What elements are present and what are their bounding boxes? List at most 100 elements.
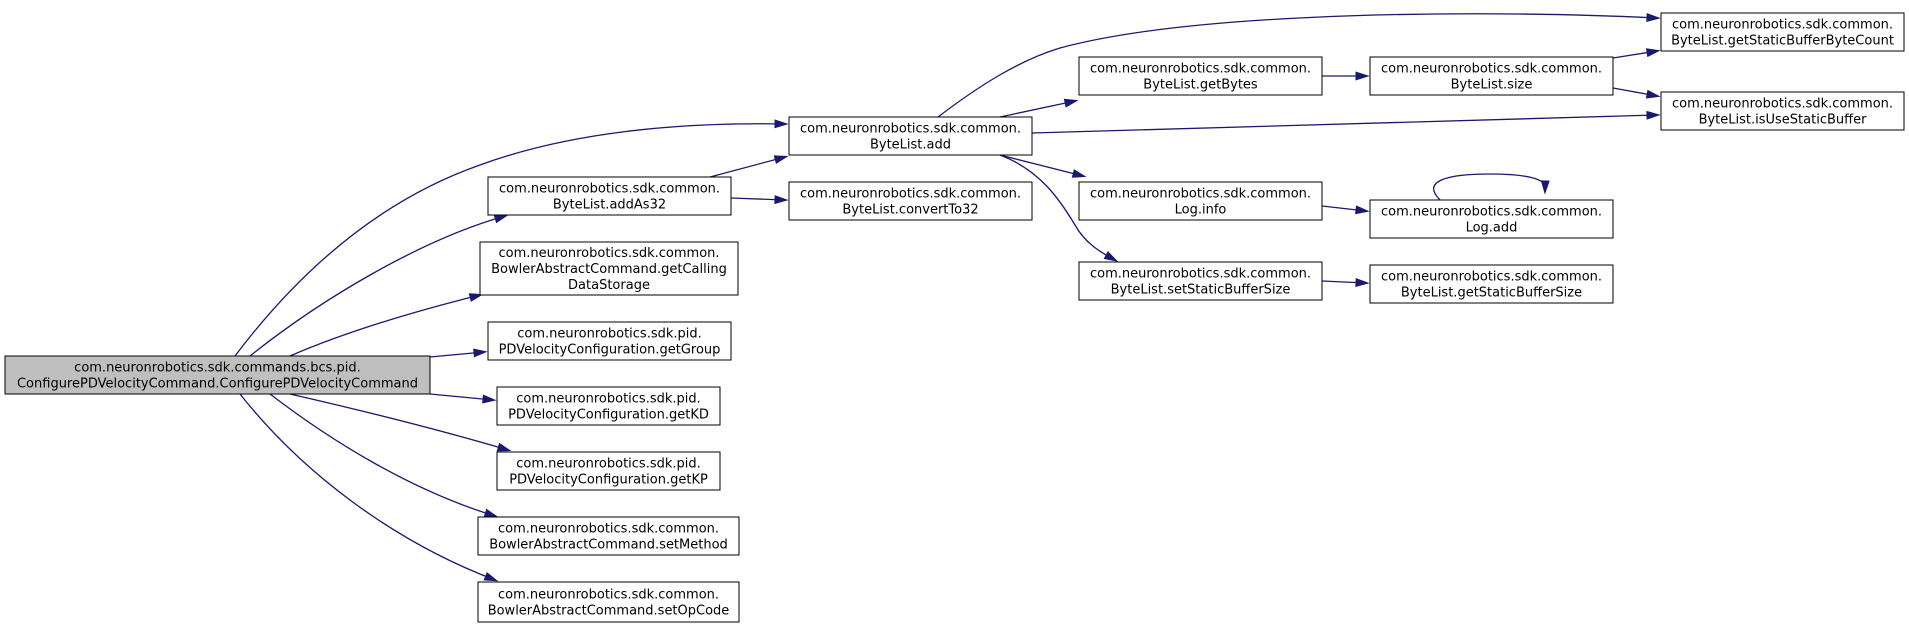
node-getBytes-box bbox=[1078, 56, 1323, 96]
node-convertTo32-label-0: com.neuronrobotics.sdk.common. bbox=[800, 187, 1021, 202]
node-setOpCode-box bbox=[477, 581, 740, 623]
node-getGroup[interactable]: com.neuronrobotics.sdk.pid.PDVelocityCon… bbox=[487, 321, 732, 361]
node-getKP[interactable]: com.neuronrobotics.sdk.pid.PDVelocityCon… bbox=[496, 451, 721, 491]
node-info-box bbox=[1078, 181, 1323, 221]
edge-add-to-getBytes-line bbox=[999, 100, 1076, 118]
node-getStaticBufferSize-label-0: com.neuronrobotics.sdk.common. bbox=[1381, 270, 1602, 285]
node-getStaticBufferSize[interactable]: com.neuronrobotics.sdk.common.ByteList.g… bbox=[1369, 264, 1614, 304]
edge-logAdd-to-logAdd-line bbox=[1433, 173, 1547, 201]
node-isUseStaticBuffer-box bbox=[1660, 91, 1905, 131]
edge-add-to-isUseStaticBuffer bbox=[1031, 110, 1661, 134]
edge-addAs32-to-add-line bbox=[709, 156, 786, 178]
edge-add-to-info bbox=[999, 154, 1087, 178]
node-addAs32-label-0: com.neuronrobotics.sdk.common. bbox=[499, 182, 720, 197]
edge-add-to-setStaticBufferSize-line bbox=[999, 154, 1116, 261]
edge-root-to-getKD-line bbox=[429, 393, 494, 401]
node-setOpCode-label-0: com.neuronrobotics.sdk.common. bbox=[498, 588, 719, 603]
node-getKP-label-1: PDVelocityConfiguration.getKP bbox=[509, 473, 708, 488]
node-add[interactable]: com.neuronrobotics.sdk.common.ByteList.a… bbox=[788, 116, 1033, 156]
edge-root-to-getCallingDataStorage-arrowhead bbox=[468, 293, 484, 302]
node-isUseStaticBuffer-label-1: ByteList.isUseStaticBuffer bbox=[1699, 113, 1868, 128]
node-setMethod[interactable]: com.neuronrobotics.sdk.common.BowlerAbst… bbox=[477, 516, 740, 556]
node-addAs32[interactable]: com.neuronrobotics.sdk.common.ByteList.a… bbox=[487, 176, 732, 216]
node-isUseStaticBuffer[interactable]: com.neuronrobotics.sdk.common.ByteList.i… bbox=[1660, 91, 1905, 131]
node-getStaticBufferByteCount-label-0: com.neuronrobotics.sdk.common. bbox=[1672, 18, 1893, 33]
edge-size-to-getStaticBufferByteCount bbox=[1612, 48, 1661, 59]
edge-root-to-setMethod-arrowhead bbox=[483, 508, 499, 518]
node-getBytes[interactable]: com.neuronrobotics.sdk.common.ByteList.g… bbox=[1078, 56, 1323, 96]
edge-add-to-setStaticBufferSize bbox=[999, 154, 1119, 262]
edge-getBytes-to-size bbox=[1322, 71, 1370, 81]
node-getCallingDataStorage-box bbox=[479, 241, 739, 296]
edge-root-to-add-line bbox=[234, 123, 786, 357]
node-getStaticBufferSize-box bbox=[1369, 264, 1614, 304]
edge-info-to-logAdd bbox=[1321, 205, 1370, 215]
node-getGroup-label-1: PDVelocityConfiguration.getGroup bbox=[499, 343, 721, 358]
node-logAdd-label-1: Log.add bbox=[1466, 221, 1518, 236]
node-add-label-1: ByteList.add bbox=[870, 138, 951, 153]
node-setStaticBufferSize[interactable]: com.neuronrobotics.sdk.common.ByteList.s… bbox=[1078, 261, 1323, 301]
node-setMethod-label-1: BowlerAbstractCommand.setMethod bbox=[489, 538, 728, 553]
node-getKD-label-0: com.neuronrobotics.sdk.pid. bbox=[516, 392, 701, 407]
edge-root-to-getGroup-arrowhead bbox=[473, 348, 488, 358]
node-info-label-1: Log.info bbox=[1175, 203, 1227, 218]
node-convertTo32-box bbox=[788, 181, 1033, 221]
node-addAs32-label-1: ByteList.addAs32 bbox=[553, 198, 666, 213]
node-getStaticBufferByteCount-label-1: ByteList.getStaticBufferByteCount bbox=[1671, 34, 1894, 49]
edge-root-to-getGroup bbox=[429, 348, 488, 358]
node-add-box bbox=[788, 116, 1033, 156]
node-size-box bbox=[1369, 56, 1614, 96]
node-getKD-label-1: PDVelocityConfiguration.getKD bbox=[508, 408, 709, 423]
node-setOpCode-label-1: BowlerAbstractCommand.setOpCode bbox=[488, 604, 730, 619]
node-setStaticBufferSize-box bbox=[1078, 261, 1323, 301]
edge-size-to-isUseStaticBuffer-arrowhead bbox=[1645, 89, 1661, 99]
edge-add-to-setStaticBufferSize-arrowhead bbox=[1103, 251, 1119, 262]
edge-add-to-getStaticBufferByteCount-line bbox=[937, 13, 1658, 118]
node-setStaticBufferSize-label-1: ByteList.setStaticBufferSize bbox=[1111, 283, 1291, 298]
node-getBytes-label-0: com.neuronrobotics.sdk.common. bbox=[1090, 62, 1311, 77]
edge-setStaticBufferSize-to-getStaticBufferSize bbox=[1321, 278, 1370, 288]
edge-add-to-getBytes-arrowhead bbox=[1063, 98, 1079, 108]
node-setMethod-label-0: com.neuronrobotics.sdk.common. bbox=[498, 522, 719, 537]
node-getKP-label-0: com.neuronrobotics.sdk.pid. bbox=[516, 457, 701, 472]
edge-root-to-getKP-line bbox=[289, 393, 509, 451]
node-root[interactable]: com.neuronrobotics.sdk.commands.bcs.pid.… bbox=[4, 355, 431, 395]
node-getStaticBufferByteCount[interactable]: com.neuronrobotics.sdk.common.ByteList.g… bbox=[1660, 12, 1905, 52]
edge-add-to-getStaticBufferByteCount-arrowhead bbox=[1646, 13, 1661, 22]
edge-root-to-setOpCode bbox=[239, 393, 499, 582]
node-logAdd[interactable]: com.neuronrobotics.sdk.common.Log.add bbox=[1369, 199, 1614, 239]
node-getCallingDataStorage-label-2: DataStorage bbox=[568, 278, 650, 293]
edge-root-to-add-arrowhead bbox=[774, 119, 789, 129]
node-getCallingDataStorage[interactable]: com.neuronrobotics.sdk.common.BowlerAbst… bbox=[479, 241, 739, 296]
node-getKD[interactable]: com.neuronrobotics.sdk.pid.PDVelocityCon… bbox=[496, 386, 721, 426]
edge-addAs32-to-add bbox=[709, 155, 789, 178]
node-getStaticBufferSize-label-1: ByteList.getStaticBufferSize bbox=[1401, 286, 1582, 301]
node-size[interactable]: com.neuronrobotics.sdk.common.ByteList.s… bbox=[1369, 56, 1614, 96]
node-root-label-0: com.neuronrobotics.sdk.commands.bcs.pid. bbox=[74, 361, 361, 376]
edge-add-to-getStaticBufferByteCount bbox=[937, 13, 1661, 118]
node-convertTo32[interactable]: com.neuronrobotics.sdk.common.ByteList.c… bbox=[788, 181, 1033, 221]
edge-root-to-getCallingDataStorage-line bbox=[289, 294, 481, 357]
edge-info-to-logAdd-arrowhead bbox=[1355, 205, 1370, 215]
node-getGroup-label-0: com.neuronrobotics.sdk.pid. bbox=[517, 327, 702, 342]
node-size-label-0: com.neuronrobotics.sdk.common. bbox=[1381, 62, 1602, 77]
edge-root-to-setMethod bbox=[269, 393, 499, 518]
edge-size-to-getStaticBufferByteCount-arrowhead bbox=[1645, 48, 1661, 58]
node-setOpCode[interactable]: com.neuronrobotics.sdk.common.BowlerAbst… bbox=[477, 581, 740, 623]
edge-root-to-setOpCode-arrowhead bbox=[483, 572, 499, 582]
edge-root-to-getKD bbox=[429, 393, 497, 404]
edge-logAdd-to-logAdd bbox=[1433, 173, 1550, 201]
node-convertTo32-label-1: ByteList.convertTo32 bbox=[842, 203, 978, 218]
edge-root-to-addAs32 bbox=[249, 214, 509, 357]
edge-root-to-addAs32-arrowhead bbox=[493, 214, 509, 224]
edge-getBytes-to-size-arrowhead bbox=[1355, 71, 1370, 81]
node-setMethod-box bbox=[477, 516, 740, 556]
node-getCallingDataStorage-label-1: BowlerAbstractCommand.getCalling bbox=[491, 262, 727, 277]
node-info[interactable]: com.neuronrobotics.sdk.common.Log.info bbox=[1078, 181, 1323, 221]
node-info-label-0: com.neuronrobotics.sdk.common. bbox=[1090, 187, 1311, 202]
edge-root-to-addAs32-line bbox=[249, 215, 506, 357]
edge-root-to-add bbox=[234, 119, 789, 357]
node-logAdd-box bbox=[1369, 199, 1614, 239]
edge-addAs32-to-add-arrowhead bbox=[773, 155, 789, 165]
node-getGroup-box bbox=[487, 321, 732, 361]
